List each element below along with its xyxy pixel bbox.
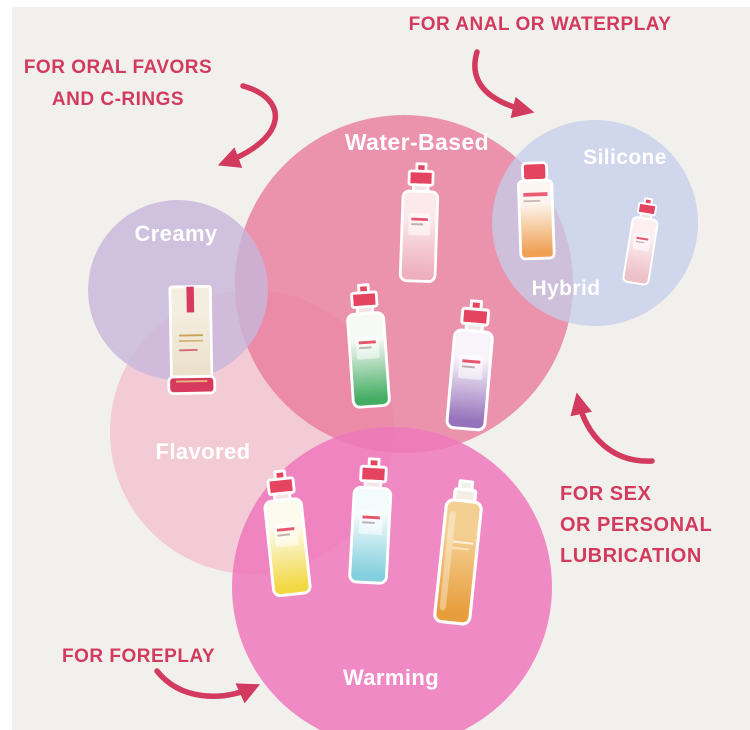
annotation-line: FOR FOREPLAY bbox=[62, 646, 216, 667]
annotation-line: AND C-RINGS bbox=[51, 89, 185, 110]
label-creamy: Creamy bbox=[134, 221, 218, 246]
arrow-oral-to-creamy bbox=[217, 83, 279, 168]
annotation-line: FOR ORAL FAVORS bbox=[23, 57, 213, 78]
annotation-line: FOR ANAL OR WATERPLAY bbox=[408, 14, 672, 35]
label-silicone: Silicone bbox=[583, 146, 667, 169]
annotation-line: OR PERSONAL bbox=[560, 514, 713, 536]
creamy-lube-tube bbox=[156, 282, 226, 397]
label-water-based: Water-Based bbox=[344, 129, 490, 155]
arrow-anal-to-silicone bbox=[472, 49, 535, 119]
annotation-oral-favors: FOR ORAL FAVORS AND C-RINGS bbox=[24, 52, 212, 116]
label-warming: Warming bbox=[342, 665, 440, 690]
amber-warming-lube-bottle bbox=[423, 476, 494, 628]
hybrid-lube-bottle bbox=[508, 160, 563, 262]
annotation-sex-lubrication: FOR SEX OR PERSONAL LUBRICATION bbox=[560, 479, 712, 572]
annotation-foreplay: FOR FOREPLAY bbox=[62, 646, 215, 668]
purple-flavored-lube-bottle bbox=[435, 297, 506, 434]
annotation-line: LUBRICATION bbox=[560, 545, 702, 567]
teal-warming-lube-bottle bbox=[339, 456, 404, 586]
arrow-foreplay-to-warming bbox=[154, 668, 261, 704]
label-hybrid: Hybrid bbox=[531, 277, 601, 300]
arrow-sex-to-water-based bbox=[570, 392, 655, 464]
photo-frame-edge-left bbox=[0, 0, 12, 730]
yellow-warming-lube-bottle bbox=[250, 466, 321, 599]
water-based-lube-spray-bottle bbox=[390, 161, 449, 284]
annotation-line: FOR SEX bbox=[560, 483, 652, 505]
silicone-lube-spray-bottle bbox=[615, 194, 668, 287]
photo-frame-edge-top bbox=[0, 0, 750, 7]
annotation-anal-waterplay: FOR ANAL OR WATERPLAY bbox=[409, 14, 672, 36]
label-flavored: Flavored bbox=[155, 439, 251, 464]
green-flavored-lube-bottle bbox=[335, 281, 401, 410]
